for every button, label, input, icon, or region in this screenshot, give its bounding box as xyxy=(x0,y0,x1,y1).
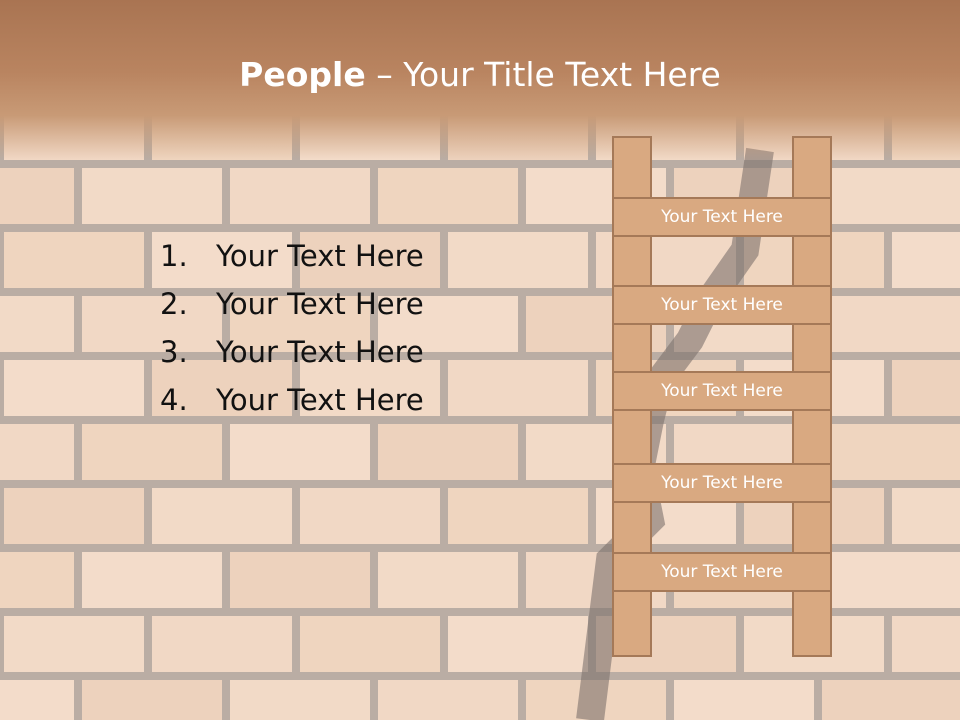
brick xyxy=(378,552,518,608)
brick xyxy=(378,680,518,720)
brick xyxy=(300,232,440,288)
list-item-number: 4. xyxy=(160,383,188,417)
brick xyxy=(230,168,370,224)
list-item: 2. Your Text Here xyxy=(160,280,424,328)
brick xyxy=(82,424,222,480)
brick xyxy=(152,360,292,416)
brick xyxy=(300,488,440,544)
brick xyxy=(0,680,74,720)
brick xyxy=(0,552,74,608)
brick xyxy=(0,168,74,224)
brick xyxy=(0,424,74,480)
brick xyxy=(448,360,588,416)
title-rest: – Your Title Text Here xyxy=(365,55,721,94)
brick xyxy=(448,232,588,288)
brick xyxy=(378,296,518,352)
brick xyxy=(4,488,144,544)
brick xyxy=(4,616,144,672)
brick xyxy=(82,296,222,352)
ladder-rung-1: Your Text Here xyxy=(612,197,832,237)
list-item: 4. Your Text Here xyxy=(160,376,424,424)
page-title: People – Your Title Text Here xyxy=(0,52,960,98)
list-item: 1. Your Text Here xyxy=(160,232,424,280)
brick xyxy=(822,296,960,352)
brick xyxy=(4,232,144,288)
ladder-rung-3: Your Text Here xyxy=(612,371,832,411)
brick xyxy=(82,552,222,608)
numbered-list: 1. Your Text Here 2. Your Text Here 3. Your… xyxy=(160,232,424,424)
brick xyxy=(0,296,74,352)
list-item-text: Your Text Here xyxy=(216,383,424,417)
ladder-rung-5: Your Text Here xyxy=(612,552,832,592)
brick xyxy=(822,168,960,224)
brick xyxy=(448,616,588,672)
ladder-rung-4: Your Text Here xyxy=(612,463,832,503)
brick xyxy=(378,424,518,480)
list-item-number: 1. xyxy=(160,239,188,273)
brick xyxy=(674,680,814,720)
brick xyxy=(230,680,370,720)
brick xyxy=(822,552,960,608)
brick xyxy=(892,360,960,416)
brick xyxy=(378,168,518,224)
brick xyxy=(822,680,960,720)
list-item-text: Your Text Here xyxy=(216,335,424,369)
brick xyxy=(230,424,370,480)
list-item-number: 2. xyxy=(160,287,188,321)
brick xyxy=(152,232,292,288)
list-item-text: Your Text Here xyxy=(216,287,424,321)
brick xyxy=(892,232,960,288)
brick xyxy=(300,616,440,672)
brick xyxy=(822,424,960,480)
title-bold: People xyxy=(239,55,366,94)
list-item-number: 3. xyxy=(160,335,188,369)
brick xyxy=(82,680,222,720)
brick xyxy=(230,552,370,608)
list-item-text: Your Text Here xyxy=(216,239,424,273)
brick xyxy=(448,488,588,544)
brick xyxy=(300,360,440,416)
brick xyxy=(230,296,370,352)
header-band xyxy=(0,0,960,160)
ladder-rung-2: Your Text Here xyxy=(612,285,832,325)
brick xyxy=(152,488,292,544)
brick xyxy=(82,168,222,224)
brick xyxy=(892,488,960,544)
list-item: 3. Your Text Here xyxy=(160,328,424,376)
brick xyxy=(892,616,960,672)
brick xyxy=(152,616,292,672)
brick xyxy=(4,360,144,416)
